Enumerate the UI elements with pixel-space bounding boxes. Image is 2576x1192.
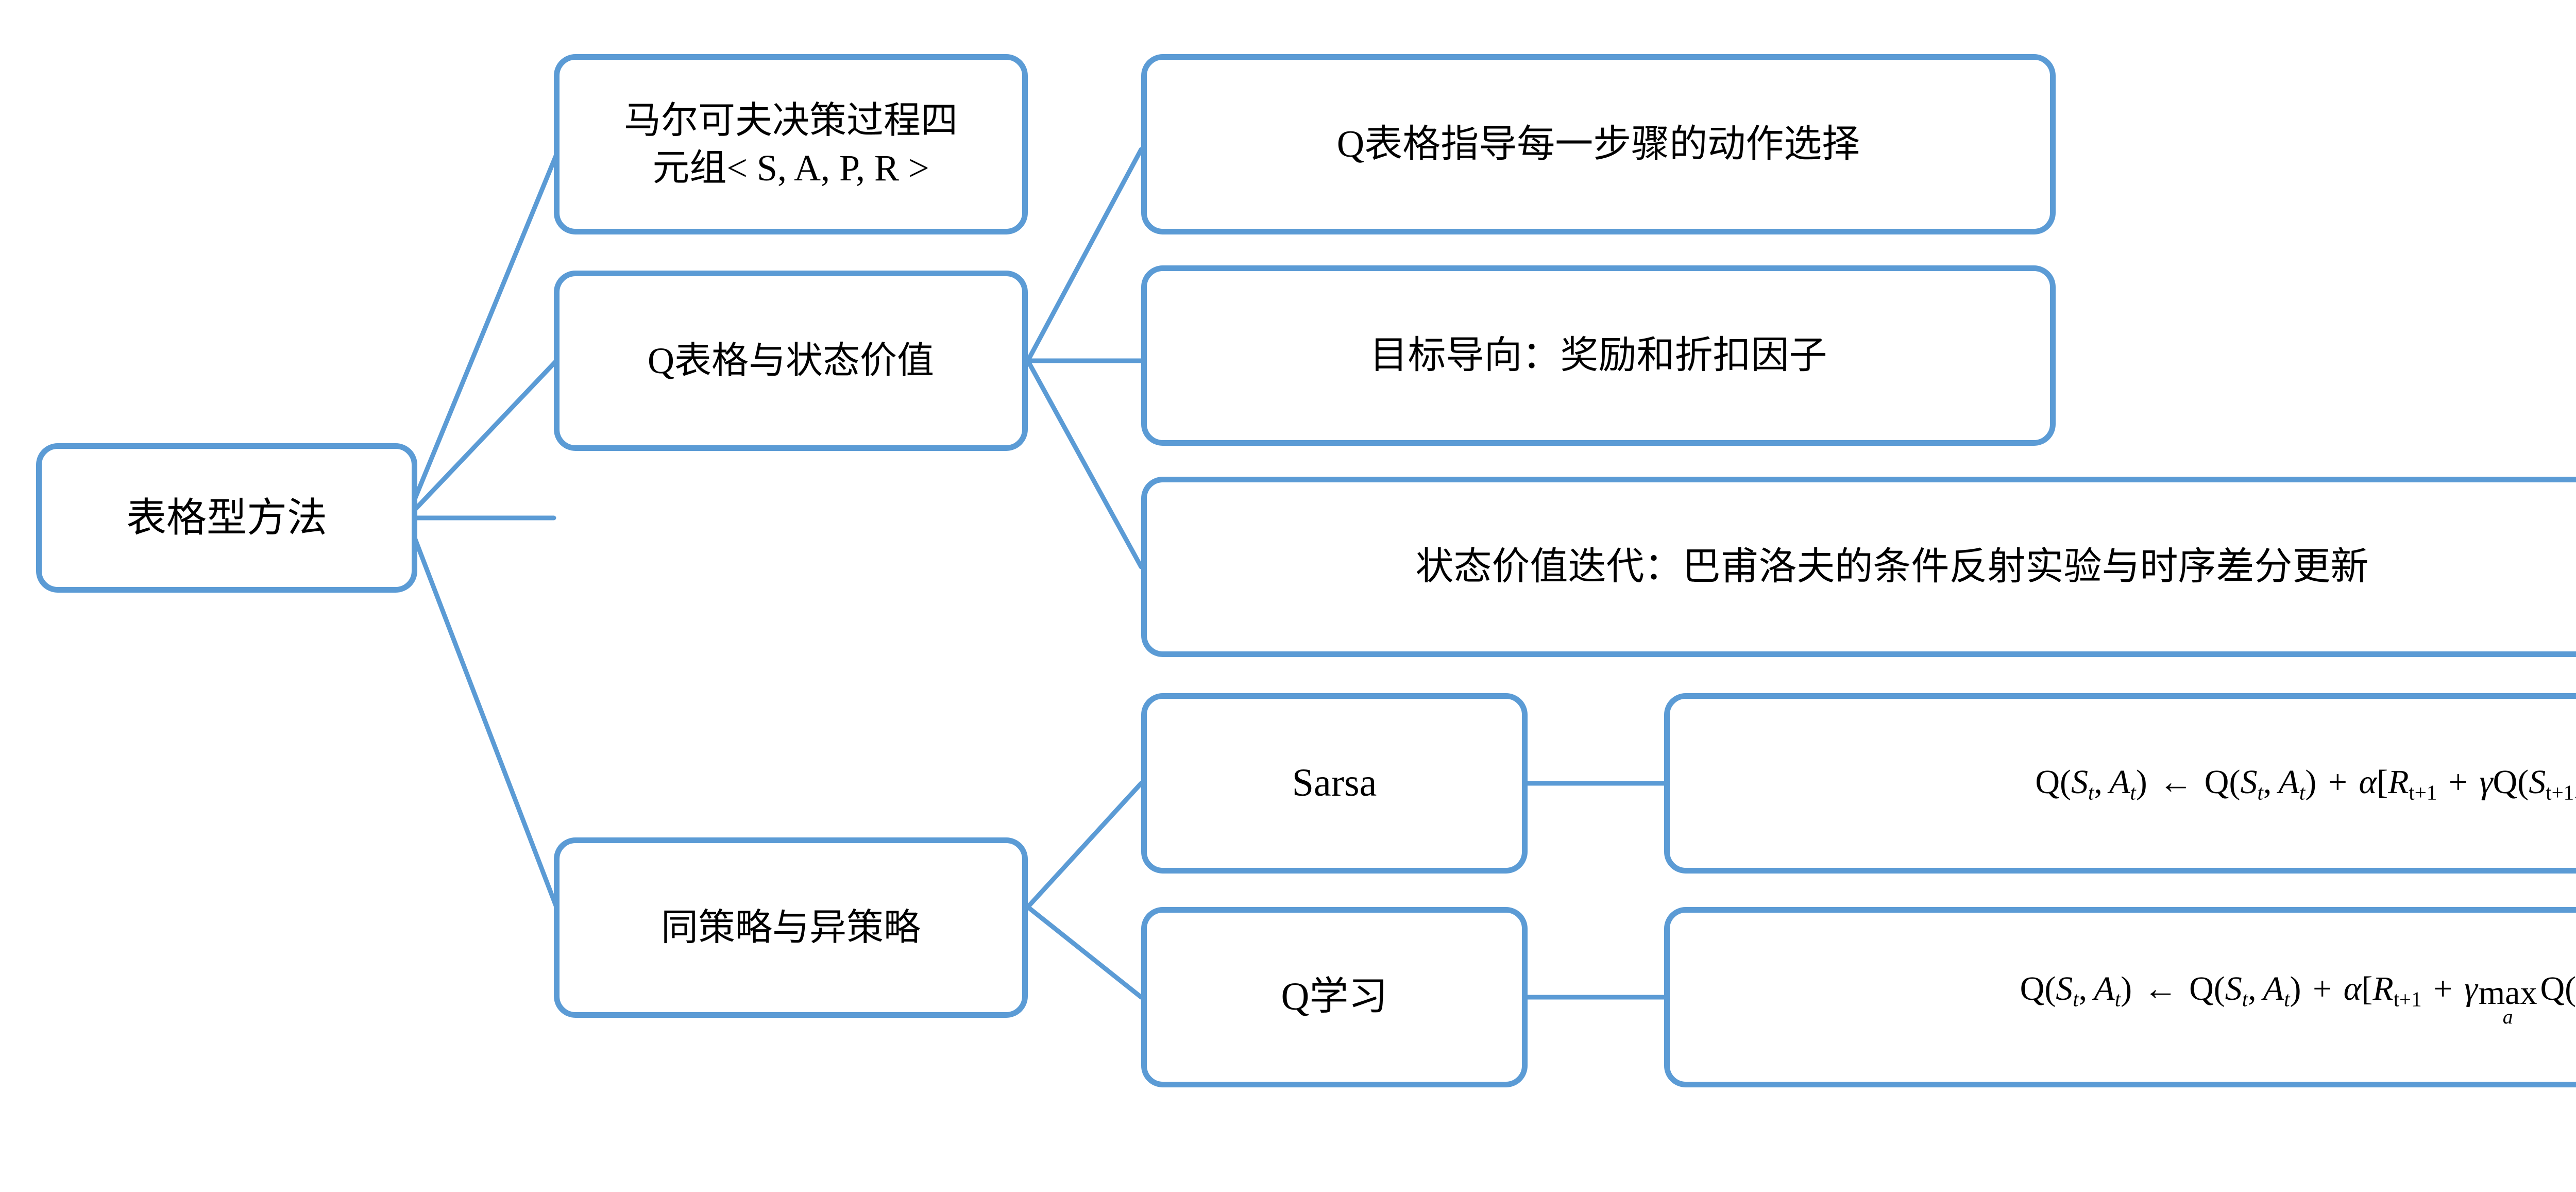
connector-root-to-qtable-line	[404, 358, 559, 521]
node-policy[interactable]: 同策略与异策略	[554, 837, 1028, 1018]
node-qtable[interactable]: Q表格与状态价值	[554, 271, 1028, 451]
node-root-label: 表格型方法	[126, 495, 327, 541]
sarsa-q1: Q	[2035, 763, 2060, 801]
node-root[interactable]: 表格型方法	[36, 443, 417, 593]
connector-qtable-to-action	[1025, 147, 1144, 363]
node-sarsa-label: Sarsa	[1292, 761, 1377, 805]
connector-root-to-mdp-line	[404, 152, 559, 521]
node-qtable-label: Q表格与状态价值	[648, 340, 934, 381]
node-mdp-label-line1: 马尔可夫决策过程四	[623, 99, 958, 141]
max-label: max	[2478, 973, 2537, 1012]
node-goal-oriented-label: 目标导向：奖励和折扣因子	[1369, 334, 1827, 377]
node-action-selection[interactable]: Q表格指导每一步骤的动作选择	[1141, 54, 2056, 234]
node-qlearning-label: Q学习	[1281, 975, 1388, 1019]
max-subscript-a: a	[2502, 1005, 2513, 1029]
node-sarsa-formula[interactable]: Q(St, At) ← Q(St, At) + α[Rt+1 + γQ(St+1…	[1664, 693, 2576, 874]
connector-qtable-to-iteration	[1025, 358, 1144, 569]
connector-policy-to-sarsa	[1025, 781, 1144, 910]
connector-policy-to-qlearning	[1025, 904, 1144, 1000]
node-policy-label: 同策略与异策略	[660, 906, 921, 948]
sarsa-formula-expression: Q(St, At) ← Q(St, At) + α[Rt+1 + γQ(St+1…	[2035, 763, 2576, 804]
node-mdp[interactable]: 马尔可夫决策过程四 元组< S, A, P, R >	[554, 54, 1028, 234]
node-value-iteration[interactable]: 状态价值迭代：巴甫洛夫的条件反射实验与时序差分更新	[1141, 477, 2576, 657]
node-value-iteration-label: 状态价值迭代：巴甫洛夫的条件反射实验与时序差分更新	[1415, 545, 2369, 588]
node-sarsa[interactable]: Sarsa	[1141, 693, 1528, 874]
node-action-selection-label: Q表格指导每一步骤的动作选择	[1336, 123, 1860, 165]
connector-root-to-policy-line	[404, 515, 559, 910]
node-mdp-label-line2: 元组< S, A, P, R >	[652, 147, 929, 189]
node-qlearning[interactable]: Q学习	[1141, 907, 1528, 1087]
node-goal-oriented[interactable]: 目标导向：奖励和折扣因子	[1141, 265, 2056, 446]
